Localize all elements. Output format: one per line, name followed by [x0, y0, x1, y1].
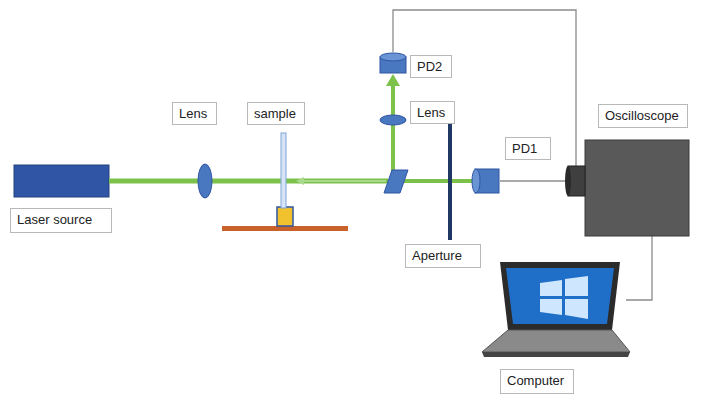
laptop-logo: [540, 280, 562, 296]
laptop-screen: [500, 262, 620, 330]
laptop-logo: [565, 299, 588, 319]
photodiode: [380, 53, 406, 61]
laptop-logo: [540, 299, 562, 315]
pd1-wire: [500, 180, 568, 181]
beam-arrow: [386, 74, 400, 86]
label-text: Aperture: [412, 248, 474, 263]
label-box: Lens: [172, 102, 217, 125]
label-box: Laser source: [10, 208, 112, 233]
laptop-display: [506, 268, 614, 324]
label-text: sample: [254, 106, 298, 121]
label-box: Lens: [410, 101, 455, 124]
return-beam: [300, 180, 386, 182]
label-box: Aperture: [405, 244, 481, 268]
lens: [380, 115, 406, 125]
laptop-base: [482, 352, 630, 357]
label-text: Laser source: [17, 212, 105, 227]
laptop-base: [482, 330, 630, 352]
label-text: Lens: [417, 105, 448, 120]
laser-beam: [396, 179, 474, 183]
label-box: sample: [247, 102, 305, 125]
lens: [198, 164, 212, 198]
label-text: Computer: [507, 373, 567, 388]
aperture: [448, 120, 452, 240]
label-box: Oscilloscope: [598, 104, 688, 128]
label-text: PD2: [417, 59, 445, 74]
beam-splitter: [384, 170, 408, 193]
laptop-logo: [565, 276, 588, 296]
label-text: Lens: [179, 106, 210, 121]
reflected-beam: [391, 84, 395, 176]
oscilloscope: [585, 140, 689, 236]
label-text: PD1: [512, 141, 544, 156]
label-text: Oscilloscope: [605, 108, 681, 123]
oscilloscope-input: [565, 166, 571, 196]
label-box: PD1: [505, 137, 551, 160]
sample-cuvette: [281, 133, 286, 208]
beam-arrow: [296, 177, 304, 185]
photodiode: [472, 169, 480, 193]
label-box: Computer: [500, 369, 574, 394]
pd2-wire: [393, 10, 576, 166]
laser-beam: [109, 179, 388, 184]
label-box: PD2: [410, 55, 452, 78]
laser-source: [14, 165, 109, 197]
computer-wire: [626, 236, 652, 300]
sample-holder: [277, 207, 293, 226]
